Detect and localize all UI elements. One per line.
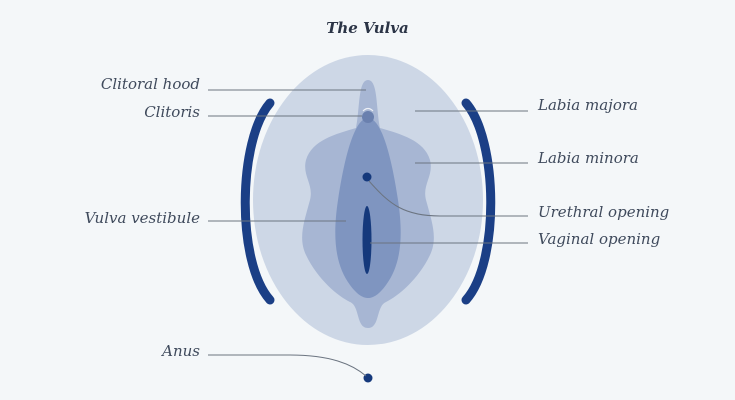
urethral-opening-dot [362,172,372,182]
label-labia-minora: Labia minora [538,149,639,167]
label-clitoral-hood: Clitoral hood [100,75,200,93]
clitoris-shape [362,111,374,123]
diagram-title: The Vulva [326,19,409,37]
label-clitoris: Clitoris [144,103,200,121]
outer-arc-left [240,98,275,305]
leader-urethral-opening [368,180,528,217]
vaginal-opening-shape [362,206,372,274]
clitoris-highlight [362,107,374,112]
label-urethral-opening: Urethral opening [538,203,670,221]
label-anus: Anus [162,342,200,360]
label-labia-majora: Labia majora [538,96,638,114]
label-vaginal-opening: Vaginal opening [538,230,661,248]
outer-arc-right [461,98,496,305]
leader-anus [208,354,367,377]
label-vulva-vestibule: Vulva vestibule [84,209,200,227]
